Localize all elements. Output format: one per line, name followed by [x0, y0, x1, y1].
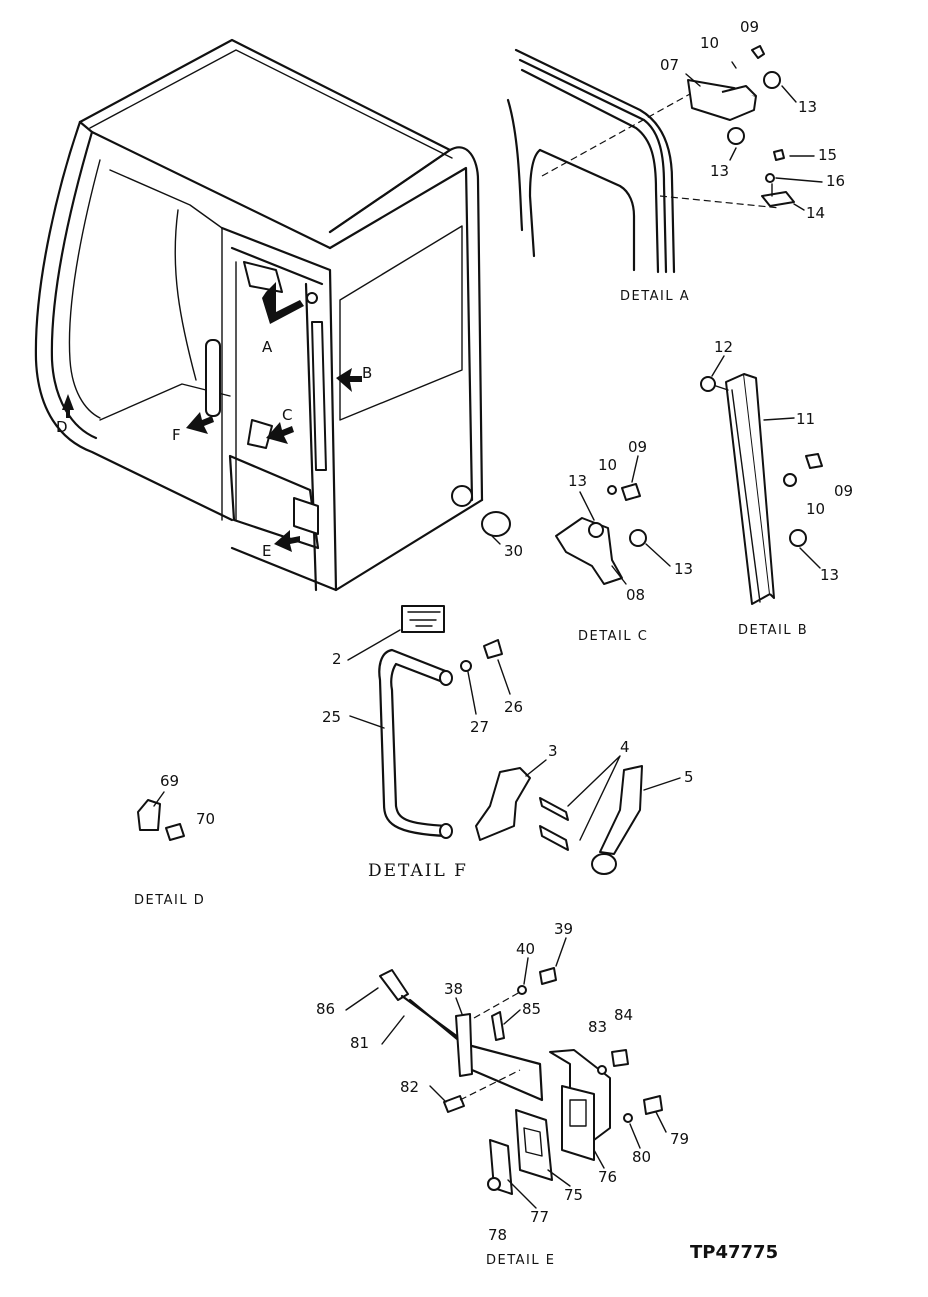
- detail-d-caption: DETAIL D: [134, 893, 205, 908]
- callout-e-82: 82: [400, 1078, 419, 1096]
- callout-b-10: 10: [806, 500, 825, 518]
- arrow-label-e: E: [262, 542, 271, 560]
- detail-d: 69 70 DETAIL D: [134, 772, 215, 908]
- callout-a-07: 07: [660, 56, 679, 74]
- callout-c-13b: 13: [674, 560, 693, 578]
- arrow-label-f: F: [172, 426, 181, 444]
- callout-e-75: 75: [564, 1186, 583, 1204]
- callout-c-10: 10: [598, 456, 617, 474]
- callout-c-13a: 13: [568, 472, 587, 490]
- callout-b-11: 11: [796, 410, 815, 428]
- arrow-d: [62, 394, 74, 418]
- callout-e-83: 83: [588, 1018, 607, 1036]
- detail-b-caption: DETAIL B: [738, 623, 808, 638]
- callout-e-79: 79: [670, 1130, 689, 1148]
- arrow-label-a: A: [262, 338, 273, 356]
- callout-e-86: 86: [316, 1000, 335, 1018]
- callout-e-77: 77: [530, 1208, 549, 1226]
- callout-a-13a: 13: [798, 98, 817, 116]
- arrow-e: [274, 530, 300, 552]
- callout-cab-30: 30: [504, 542, 523, 560]
- detail-f: 2 26 27 25 3 4 5 DETAIL F: [322, 605, 694, 881]
- detail-e: 39 40 38 85 86 81 83 84 82 79 80 76 75 7…: [316, 920, 689, 1268]
- callout-b-13: 13: [820, 566, 839, 584]
- callout-f-4: 4: [620, 738, 630, 756]
- arrow-f: [186, 412, 214, 434]
- callout-e-38: 38: [444, 980, 463, 998]
- callout-f-2: 2: [332, 650, 342, 668]
- callout-e-40: 40: [516, 940, 535, 958]
- arrow-c: [266, 422, 294, 444]
- callout-e-85: 85: [522, 1000, 541, 1018]
- arrow-a: [262, 282, 304, 324]
- detail-e-caption: DETAIL E: [486, 1253, 555, 1268]
- callout-d-70: 70: [196, 810, 215, 828]
- callout-a-13b: 13: [710, 162, 729, 180]
- callout-a-16: 16: [826, 172, 845, 190]
- detail-a: 09 10 07 13 13 15 16 14 DETAIL A: [506, 18, 845, 304]
- drawing-id: TP47775: [690, 1242, 778, 1263]
- callout-f-3: 3: [548, 742, 558, 760]
- cab-illustration: [34, 38, 511, 592]
- callout-c-08: 08: [626, 586, 645, 604]
- callout-e-84: 84: [614, 1006, 633, 1024]
- detail-c-caption: DETAIL C: [578, 629, 648, 644]
- detail-f-caption: DETAIL F: [368, 861, 468, 881]
- callout-e-78: 78: [488, 1226, 507, 1244]
- callout-c-09: 09: [628, 438, 647, 456]
- callout-b-12: 12: [714, 338, 733, 356]
- detail-b: 12 11 09 10 13 DETAIL B: [700, 338, 853, 638]
- arrow-b: [336, 368, 362, 392]
- callout-d-69: 69: [160, 772, 179, 790]
- callout-e-76: 76: [598, 1168, 617, 1186]
- callout-f-25: 25: [322, 708, 341, 726]
- callout-e-39: 39: [554, 920, 573, 938]
- arrow-label-d: D: [56, 418, 68, 436]
- callout-a-15: 15: [818, 146, 837, 164]
- callout-f-27: 27: [470, 718, 489, 736]
- callout-f-5: 5: [684, 768, 694, 786]
- callout-a-10: 10: [700, 34, 719, 52]
- arrow-label-b: B: [362, 364, 372, 382]
- callout-e-81: 81: [350, 1034, 369, 1052]
- callout-b-09: 09: [834, 482, 853, 500]
- view-arrows: A B C D E F 30: [56, 282, 523, 560]
- detail-a-caption: DETAIL A: [620, 289, 690, 304]
- callout-a-14: 14: [806, 204, 825, 222]
- callout-a-09: 09: [740, 18, 759, 36]
- callout-e-80: 80: [632, 1148, 651, 1166]
- callout-f-26: 26: [504, 698, 523, 716]
- detail-c: 09 10 13 13 08 DETAIL C: [555, 438, 693, 644]
- arrow-label-c: C: [282, 406, 292, 424]
